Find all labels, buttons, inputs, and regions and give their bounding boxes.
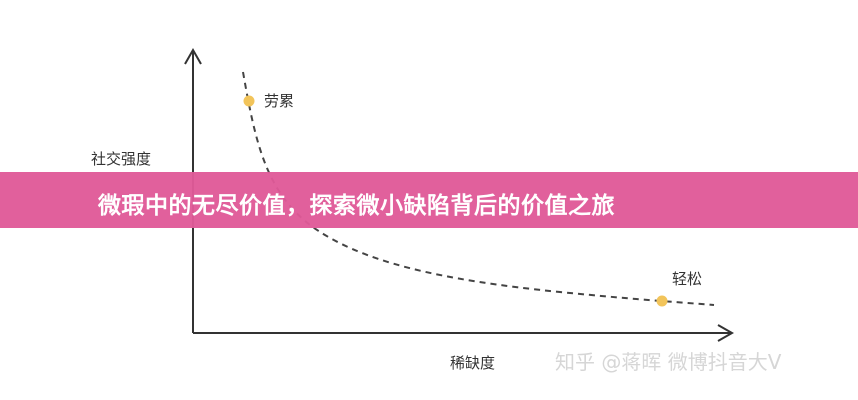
point-label-relaxed: 轻松 <box>672 270 703 288</box>
title-banner <box>0 172 858 228</box>
watermark: 知乎 @蒋晖 微博抖音大V <box>555 350 782 374</box>
x-axis-label: 稀缺度 <box>450 354 496 372</box>
point-relaxed <box>656 295 668 307</box>
y-axis-arrow <box>184 47 202 65</box>
point-label-tired: 劳累 <box>264 92 295 110</box>
x-axis-arrow <box>717 324 735 342</box>
y-axis-label: 社交强度 <box>91 150 152 168</box>
banner-title: 微瑕中的无尽价值，探索微小缺陷背后的价值之旅 <box>98 193 615 219</box>
curve <box>242 71 715 306</box>
point-tired <box>243 95 255 107</box>
